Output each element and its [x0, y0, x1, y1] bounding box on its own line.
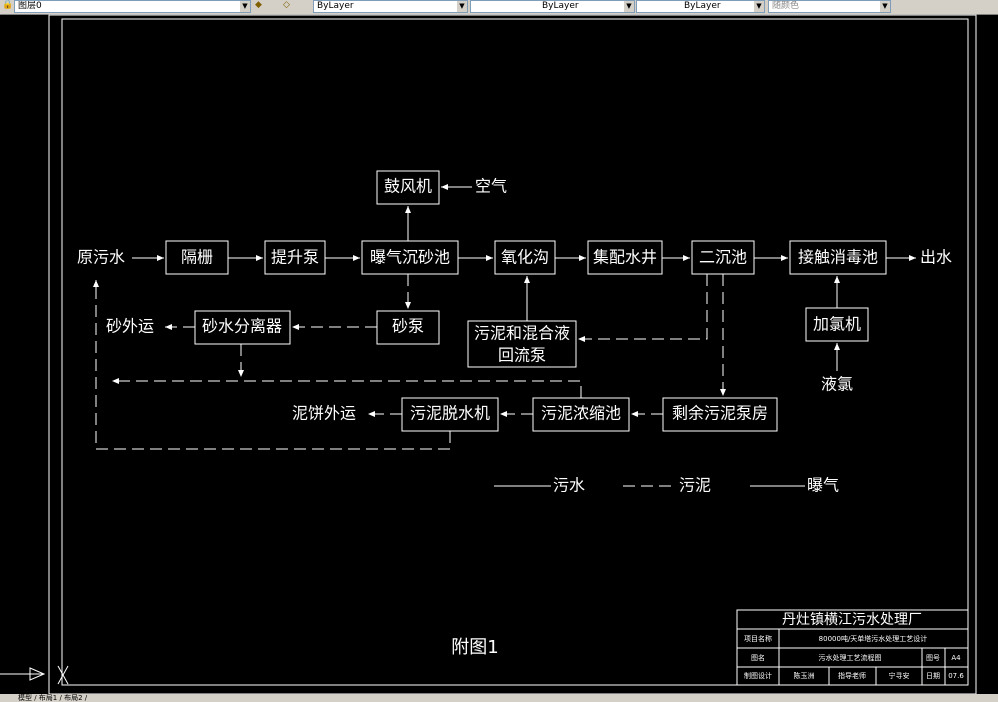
layer-dropdown[interactable]: 图层0 ▼	[14, 0, 251, 13]
tb-date: 07.6	[948, 672, 964, 680]
plotstyle-value: 随颜色	[772, 1, 800, 11]
dashed-flow-lines	[93, 274, 726, 450]
label-return-line2: 回流泵	[498, 346, 546, 365]
color-value: ByLayer	[317, 1, 354, 11]
plotstyle-dropdown[interactable]: 随颜色 ▼	[768, 0, 891, 13]
legend-aeration: 曝气	[807, 476, 839, 495]
layer-previous-icon[interactable]: ◇	[283, 0, 290, 10]
label-aerated-grit-chamber: 曝气沉砂池	[370, 248, 450, 267]
label-blower: 鼓风机	[384, 177, 432, 196]
label-effluent: 出水	[920, 248, 952, 267]
tb-project-label: 项目名称	[744, 634, 772, 643]
layer-lock-icon: 🔒	[2, 0, 14, 10]
layer-value: 图层0	[18, 1, 42, 11]
tb-drawing-label: 图名	[751, 653, 765, 662]
tb-advisor: 宁寻安	[889, 671, 910, 680]
label-excess-sludge-pump: 剩余污泥泵房	[672, 404, 768, 423]
label-contact-tank: 接触消毒池	[798, 248, 878, 267]
label-air: 空气	[475, 177, 507, 196]
box-return	[467, 320, 577, 368]
layout-tabs[interactable]: 模型 / 布局1 / 布局2 /	[0, 694, 998, 702]
linetype-dropdown[interactable]: ByLayer ▼	[470, 0, 635, 13]
lineweight-value: ByLayer	[684, 1, 721, 11]
label-chlorinator: 加氯机	[813, 315, 861, 334]
label-sand-separator: 砂水分离器	[202, 317, 282, 336]
tb-company: 丹灶镇横江污水处理厂	[782, 612, 922, 628]
layout-tabs-label: 模型 / 布局1 / 布局2 /	[18, 694, 88, 702]
inner-frame	[61, 18, 969, 686]
chevron-down-icon: ▼	[624, 1, 634, 12]
label-oxidation-ditch: 氧化沟	[501, 248, 549, 267]
solid-flow-lines	[132, 184, 916, 371]
lineweight-dropdown[interactable]: ByLayer ▼	[636, 0, 765, 13]
tb-designer-label: 制图设计	[744, 671, 772, 680]
chevron-down-icon: ▼	[240, 1, 250, 12]
label-thickener: 污泥浓缩池	[541, 404, 621, 423]
tb-project: 80000吨/天单塔污水处理工艺设计	[819, 634, 928, 643]
linetype-value: ByLayer	[542, 1, 579, 11]
label-sand-pump: 砂泵	[392, 317, 424, 336]
properties-toolbar: 🔒 图层0 ▼ ◆ ◇ ByLayer ▼ ByLayer ▼ ByLayer …	[0, 0, 998, 15]
legend-sewage: 污水	[553, 476, 585, 495]
label-liquid-chlorine: 液氯	[821, 375, 853, 394]
color-dropdown[interactable]: ByLayer ▼	[313, 0, 468, 13]
title-block	[736, 609, 969, 686]
layer-manager-icon[interactable]: ◆	[255, 0, 262, 10]
label-lift-pump: 提升泵	[271, 248, 319, 267]
chevron-down-icon: ▼	[457, 1, 467, 12]
legend: 污水 污泥 曝气	[494, 476, 839, 495]
tb-no-label: 图号	[926, 654, 940, 662]
label-screen: 隔栅	[181, 248, 213, 267]
ucs-icon	[0, 665, 69, 685]
tb-no: A4	[951, 654, 961, 662]
label-distribution-well: 集配水井	[593, 248, 657, 267]
label-raw-sewage: 原污水	[77, 248, 125, 267]
label-cake-out: 泥饼外运	[292, 404, 356, 423]
tb-advisor-label: 指导老师	[838, 671, 866, 680]
tb-drawing: 污水处理工艺流程图	[819, 653, 882, 662]
label-dewatering: 污泥脱水机	[410, 404, 490, 423]
chevron-down-icon: ▼	[754, 1, 764, 12]
process-boxes	[165, 170, 887, 432]
label-secondary-clarifier: 二沉池	[699, 248, 747, 267]
tb-date-label: 日期	[926, 672, 940, 680]
label-sand-out: 砂外运	[106, 317, 154, 336]
label-return-line1: 污泥和混合液	[474, 324, 570, 343]
chevron-down-icon: ▼	[880, 1, 890, 12]
legend-sludge: 污泥	[679, 476, 711, 495]
tb-designer: 陈玉洲	[794, 671, 815, 680]
box-blower	[376, 170, 440, 205]
figure-label: 附图1	[451, 637, 498, 658]
